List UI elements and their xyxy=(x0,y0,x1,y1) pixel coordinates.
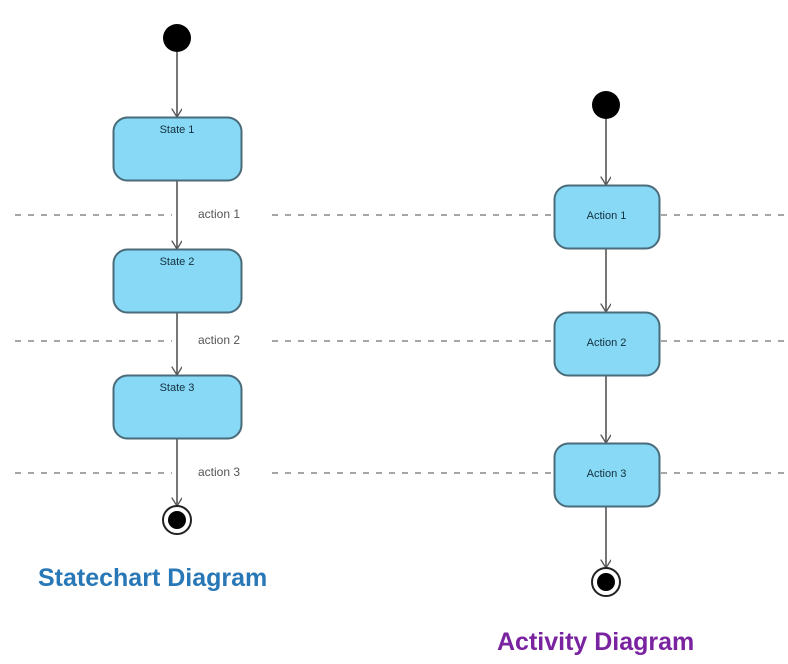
statechart-node-2[interactable]: State 2 xyxy=(112,248,243,314)
alignment-lines xyxy=(15,214,786,474)
statechart-node-2-label: State 2 xyxy=(160,256,195,268)
statechart-node-3-label: State 3 xyxy=(160,382,195,394)
activity-node-2-shape xyxy=(553,311,661,377)
statechart-final-state-icon xyxy=(162,505,192,535)
activity-node-1[interactable]: Action 1 xyxy=(553,184,661,250)
activity-node-1-label: Action 1 xyxy=(587,210,627,222)
statechart-node-3[interactable]: State 3 xyxy=(112,374,243,440)
activity-initial-action-icon xyxy=(592,91,620,119)
statechart-node-1-shape xyxy=(112,116,243,182)
statechart-node-1[interactable]: State 1 xyxy=(112,116,243,182)
statechart-state-2-to-state-3-label: action 2 xyxy=(198,333,240,347)
statechart-node-3-shape xyxy=(112,374,243,440)
statechart-final-state-inner-disc xyxy=(168,511,186,529)
statechart-initial-state-icon xyxy=(163,24,191,52)
activity-node-3-label: Action 3 xyxy=(587,468,627,480)
activity-node-2-label: Action 2 xyxy=(587,337,627,349)
activity-node-3[interactable]: Action 3 xyxy=(553,442,661,508)
activity-diagram-title: Activity Diagram xyxy=(497,628,694,656)
activity-node-2[interactable]: Action 2 xyxy=(553,311,661,377)
activity-node-3-shape xyxy=(553,442,661,508)
statechart-state-1-to-state-2-label: action 1 xyxy=(198,207,240,221)
activity-node-1-shape xyxy=(553,184,661,250)
diagram-nodes: State 1 State 2 State 3 Action 1 Action 2 Act… xyxy=(112,24,661,597)
statechart-node-2-shape xyxy=(112,248,243,314)
activity-final-action-icon xyxy=(591,567,621,597)
statechart-node-1-label: State 1 xyxy=(160,124,195,136)
statechart-state-3-to-final-label: action 3 xyxy=(198,465,240,479)
transition-edges: action 1 action 2 action 3 xyxy=(177,52,606,568)
statechart-diagram-title: Statechart Diagram xyxy=(38,564,267,592)
activity-final-action-inner-disc xyxy=(597,573,615,591)
